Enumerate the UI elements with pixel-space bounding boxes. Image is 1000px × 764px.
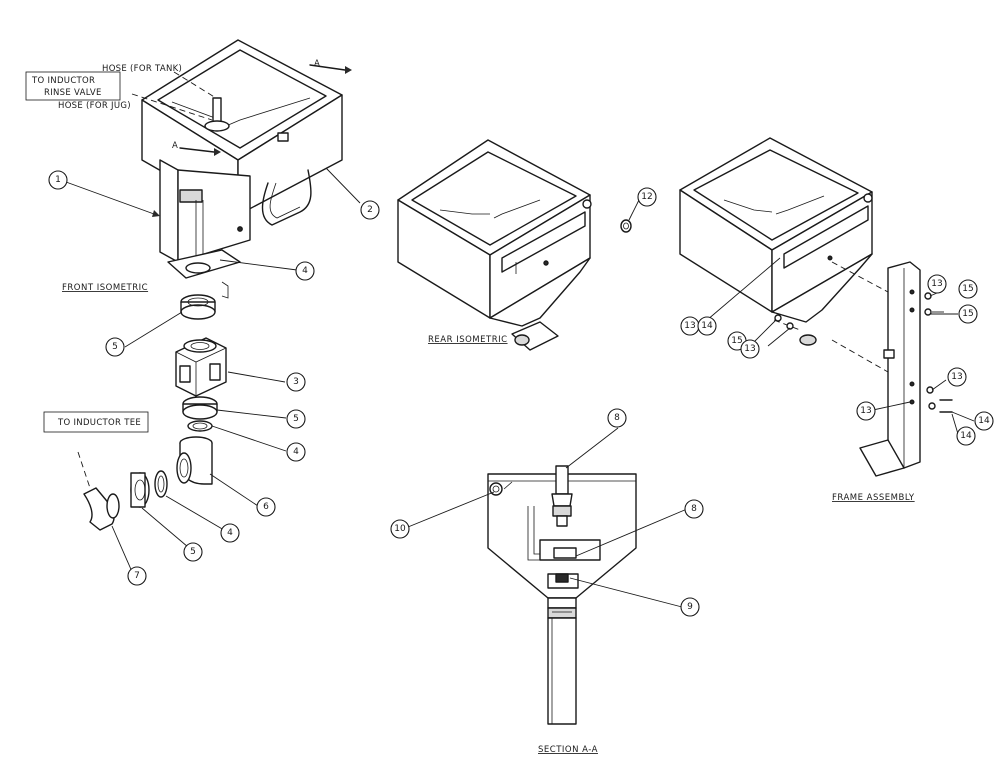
svg-text:15: 15 bbox=[731, 336, 742, 346]
callout-13-c: 13 bbox=[740, 339, 760, 359]
rinse-valve-line2: RINSE VALVE bbox=[44, 88, 102, 98]
callout-13-e: 13 bbox=[856, 401, 876, 421]
frame-assembly-view bbox=[679, 137, 953, 477]
callout-2: 2 bbox=[360, 200, 380, 220]
svg-text:10: 10 bbox=[394, 524, 406, 534]
callout-9: 9 bbox=[680, 597, 700, 617]
rear-isometric-title: REAR ISOMETRIC bbox=[428, 335, 508, 345]
svg-text:13: 13 bbox=[684, 321, 695, 331]
section-mark-bottom: A bbox=[172, 141, 178, 151]
leader-lines bbox=[65, 167, 975, 608]
hose-jug-label: HOSE (FOR JUG) bbox=[58, 101, 131, 111]
callout-14-a: 14 bbox=[697, 316, 717, 336]
inductor-tee-label: TO INDUCTOR TEE bbox=[57, 418, 141, 428]
svg-text:6: 6 bbox=[263, 502, 269, 512]
callout-13-d: 13 bbox=[947, 367, 967, 387]
svg-text:1: 1 bbox=[55, 175, 61, 185]
section-a-a-view bbox=[487, 465, 637, 725]
callout-8-a: 8 bbox=[607, 408, 627, 428]
callout-1: 1 bbox=[48, 170, 68, 190]
svg-text:15: 15 bbox=[962, 309, 973, 319]
section-title: SECTION A-A bbox=[538, 745, 598, 755]
callout-8-b: 8 bbox=[684, 499, 704, 519]
rear-isometric-view bbox=[397, 139, 632, 351]
svg-text:3: 3 bbox=[293, 377, 299, 387]
frame-assembly-title: FRAME ASSEMBLY bbox=[832, 493, 915, 503]
svg-text:14: 14 bbox=[978, 416, 990, 426]
callout-10: 10 bbox=[390, 519, 410, 539]
svg-text:5: 5 bbox=[293, 414, 299, 424]
callout-3: 3 bbox=[286, 372, 306, 392]
callout-7: 7 bbox=[127, 566, 147, 586]
callout-5-b: 5 bbox=[286, 409, 306, 429]
svg-text:7: 7 bbox=[134, 571, 140, 581]
notes: HOSE (FOR TANK) HOSE (FOR JUG) TO INDUCT… bbox=[25, 59, 915, 755]
svg-text:12: 12 bbox=[641, 192, 652, 202]
callout-5-a: 5 bbox=[105, 337, 125, 357]
hose-tank-label: HOSE (FOR TANK) bbox=[102, 64, 182, 74]
svg-text:5: 5 bbox=[190, 547, 196, 557]
callout-15-a: 15 bbox=[958, 279, 978, 299]
svg-text:4: 4 bbox=[302, 266, 308, 276]
svg-text:14: 14 bbox=[960, 431, 972, 441]
svg-text:13: 13 bbox=[744, 344, 755, 354]
callout-4-c: 4 bbox=[220, 523, 240, 543]
callout-13-b: 13 bbox=[680, 316, 700, 336]
svg-text:4: 4 bbox=[227, 528, 233, 538]
svg-text:8: 8 bbox=[614, 413, 620, 423]
svg-text:13: 13 bbox=[860, 406, 871, 416]
front-isometric-view bbox=[77, 39, 352, 531]
svg-text:2: 2 bbox=[367, 205, 373, 215]
svg-text:9: 9 bbox=[687, 602, 693, 612]
callout-15-b: 15 bbox=[958, 304, 978, 324]
callout-4-b: 4 bbox=[286, 442, 306, 462]
section-mark-top: A bbox=[314, 59, 320, 69]
callout-5-c: 5 bbox=[183, 542, 203, 562]
callout-balloons: 1 2 4 5 3 5 4 6 4 5 7 12 8 8 9 10 13 15 … bbox=[48, 170, 994, 617]
svg-text:13: 13 bbox=[951, 372, 962, 382]
callout-6: 6 bbox=[256, 497, 276, 517]
front-isometric-title: FRONT ISOMETRIC bbox=[62, 283, 148, 293]
svg-text:4: 4 bbox=[293, 447, 299, 457]
callout-14-c: 14 bbox=[956, 426, 976, 446]
callout-12: 12 bbox=[637, 187, 657, 207]
callout-4-a: 4 bbox=[295, 261, 315, 281]
callout-14-b: 14 bbox=[974, 411, 994, 431]
svg-text:14: 14 bbox=[701, 321, 713, 331]
svg-text:15: 15 bbox=[962, 284, 973, 294]
rinse-valve-line1: TO INDUCTOR bbox=[31, 76, 95, 86]
svg-text:13: 13 bbox=[931, 279, 942, 289]
callout-13-a: 13 bbox=[927, 274, 947, 294]
svg-text:8: 8 bbox=[691, 504, 697, 514]
svg-text:5: 5 bbox=[112, 342, 118, 352]
